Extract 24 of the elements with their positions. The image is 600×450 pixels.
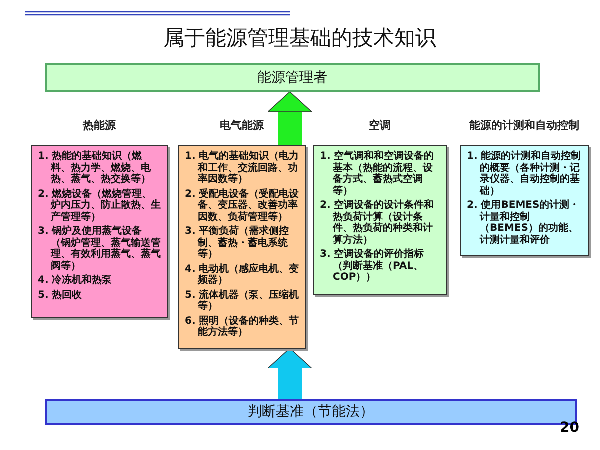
column-heading: 电气能源	[219, 118, 265, 133]
list-item: 2. 燃烧设备（燃烧管理、炉内压力、防止散热、生产管理等）	[38, 188, 162, 223]
list-item: 4. 电动机（感应电机、变频器）	[185, 264, 300, 286]
list-item: 1. 热能的基础知识（燃料、热力学、燃烧、电热、蒸气、热交换等）	[38, 151, 152, 186]
column-heading: 热能源	[82, 118, 117, 133]
slide-title: 属于能源管理基础的技术知识	[162, 25, 438, 52]
list-item: 1. 能源的计测和自动控制的概要（各种计测・记录仪器、自动控制的基础）	[467, 151, 582, 197]
role-box: 能源管理者	[45, 63, 540, 92]
list-item: 5. 热回收	[38, 290, 84, 301]
list-item: 3. 锅炉及使用蒸气设备（锅炉管理、蒸气输送管理、有效利用蒸气、蒸气阀等）	[38, 226, 162, 272]
list-item: 3. 平衡负荷（需求侧控制、蓄热・蓄电系统等）	[185, 226, 290, 260]
list-item: 2. 受配电设备（受配电设备、变压器、改善功率因数、负荷管理等）	[185, 188, 300, 223]
list-item: 3. 空调设备的评价指标（判断基准（PAL、COP））	[320, 249, 426, 284]
list-item: 1. 空气调和和空调设备的基本（热能的流程、设备方式、蓄热式空调等）	[320, 151, 436, 197]
block-arrow	[268, 348, 312, 399]
list-item: 2. 使用BEMES的计测・计量和控制（BEMES）的功能、计测计量和评价	[467, 200, 581, 246]
column-heading: 能源的计测和自动控制	[468, 118, 580, 133]
list-item: 4. 冷冻机和热泵	[38, 275, 114, 286]
list-item: 5. 流体机器（泵、压缩机等）	[185, 290, 300, 312]
list-item: 6. 照明（设备的种类、节能方法等）	[185, 316, 300, 338]
block-arrow	[268, 92, 312, 145]
list-item: 2. 空调设备的设计条件和热负荷计算（设计条件、热负荷的种类和计算方法）	[320, 200, 436, 246]
column-heading: 空调	[368, 118, 392, 133]
list-item: 1. 电气的基础知识（电力和工作、交流回路、功率因数等）	[185, 151, 300, 186]
